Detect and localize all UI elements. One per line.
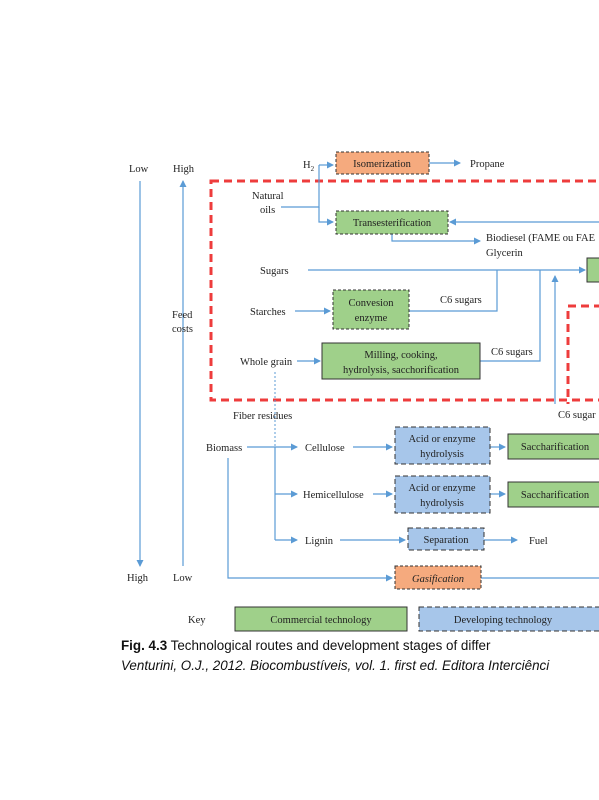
- natural-oils-label-1: Natural: [252, 191, 284, 202]
- acid-enzyme-2-label-2: hydrolysis: [420, 498, 464, 509]
- hemicellulose-label: Hemicellulose: [303, 490, 364, 501]
- c6-sugars-label-1: C6 sugars: [440, 295, 482, 306]
- conversion-enzyme-label-1: Convesion: [349, 298, 395, 309]
- key-developing-label: Developing technology: [454, 615, 553, 626]
- process-box-gasification: [394, 565, 482, 590]
- feed-costs-label-1: Feed: [172, 310, 193, 321]
- axis-right-top-label: High: [173, 164, 195, 175]
- axis-right-bottom-label: Low: [173, 573, 193, 584]
- milling-label-1: Milling, cooking,: [364, 350, 437, 361]
- process-box-saccharification-1: [507, 433, 599, 460]
- biodiesel-label: Biodiesel (FAME ou FAE: [486, 233, 595, 244]
- conversion-enzyme-label-2: enzyme: [355, 313, 388, 324]
- glycerin-label: Glycerin: [486, 248, 523, 259]
- separation-label: Separation: [424, 535, 470, 546]
- transesterification-label: Transesterification: [353, 218, 432, 229]
- gasification-label: Gasification: [412, 574, 464, 585]
- dashed-region-sugar-platform: [209, 179, 599, 402]
- natural-oils-label-2: oils: [260, 205, 275, 216]
- isomerization-label: Isomerization: [353, 159, 411, 170]
- acid-enzyme-1-label-1: Acid or enzyme: [408, 434, 475, 445]
- c6-sugars-label-2: C6 sugars: [491, 347, 533, 358]
- starches-label: Starches: [250, 307, 286, 318]
- process-box-acid-enzyme-2: [394, 475, 491, 514]
- propane-label: Propane: [470, 159, 505, 170]
- key-commercial-box: [234, 606, 408, 632]
- biomass-label: Biomass: [206, 443, 242, 454]
- figure-caption-line-2: Venturini, O.J., 2012. Biocombustíveis, …: [121, 656, 599, 675]
- saccharification-1-label: Saccharification: [521, 442, 590, 453]
- figure-caption-line-1: Fig. 4.3 Technological routes and develo…: [121, 636, 599, 655]
- h2-label: H2: [303, 160, 315, 173]
- milling-label-2: hydrolysis, sacchorification: [343, 365, 460, 376]
- arrow-transesterification-biodiesel: [391, 234, 481, 245]
- process-box-separation: [407, 527, 485, 551]
- process-box-transesterification: [335, 210, 449, 235]
- arrow-biomass-gasification: [227, 458, 393, 582]
- arrow-conversion-c6: [409, 270, 498, 312]
- arrow-milling-c6: [480, 270, 541, 362]
- acid-enzyme-1-label-2: hydrolysis: [420, 449, 464, 460]
- feed-costs-label-2: costs: [172, 324, 193, 335]
- figure-number: Fig. 4.3: [121, 638, 168, 653]
- key-developing-box: [418, 606, 599, 632]
- process-box-milling: [321, 342, 481, 380]
- saccharification-2-label: Saccharification: [521, 490, 590, 501]
- process-box-saccharification-2: [507, 481, 599, 508]
- figure-citation: Venturini, O.J., 2012. Biocombustíveis, …: [121, 658, 550, 673]
- key-commercial-label: Commercial technology: [270, 615, 372, 626]
- dashed-region-cellulosic: [566, 304, 599, 404]
- axis-left-top-label: Low: [129, 164, 149, 175]
- fiber-residues-label: Fiber residues: [233, 411, 292, 422]
- key-label: Key: [188, 615, 206, 626]
- fuel-label: Fuel: [529, 536, 548, 547]
- whole-grain-label: Whole grain: [240, 357, 293, 368]
- axis-left-bottom-label: High: [127, 573, 149, 584]
- sugars-label: Sugars: [260, 266, 289, 277]
- process-box-isomerization: [335, 151, 430, 175]
- cellulose-label: Cellulose: [305, 443, 345, 454]
- c6-sugars-label-3: C6 sugar: [558, 410, 596, 421]
- process-box-acid-enzyme-1: [394, 426, 491, 465]
- process-box-conversion-enzyme: [332, 289, 410, 330]
- acid-enzyme-2-label-1: Acid or enzyme: [408, 483, 475, 494]
- figure-caption-text: Technological routes and development sta…: [167, 638, 491, 653]
- arrow-oils-transesterification: [318, 207, 334, 226]
- process-box-sugar-target: [586, 257, 599, 283]
- lignin-label: Lignin: [305, 536, 334, 547]
